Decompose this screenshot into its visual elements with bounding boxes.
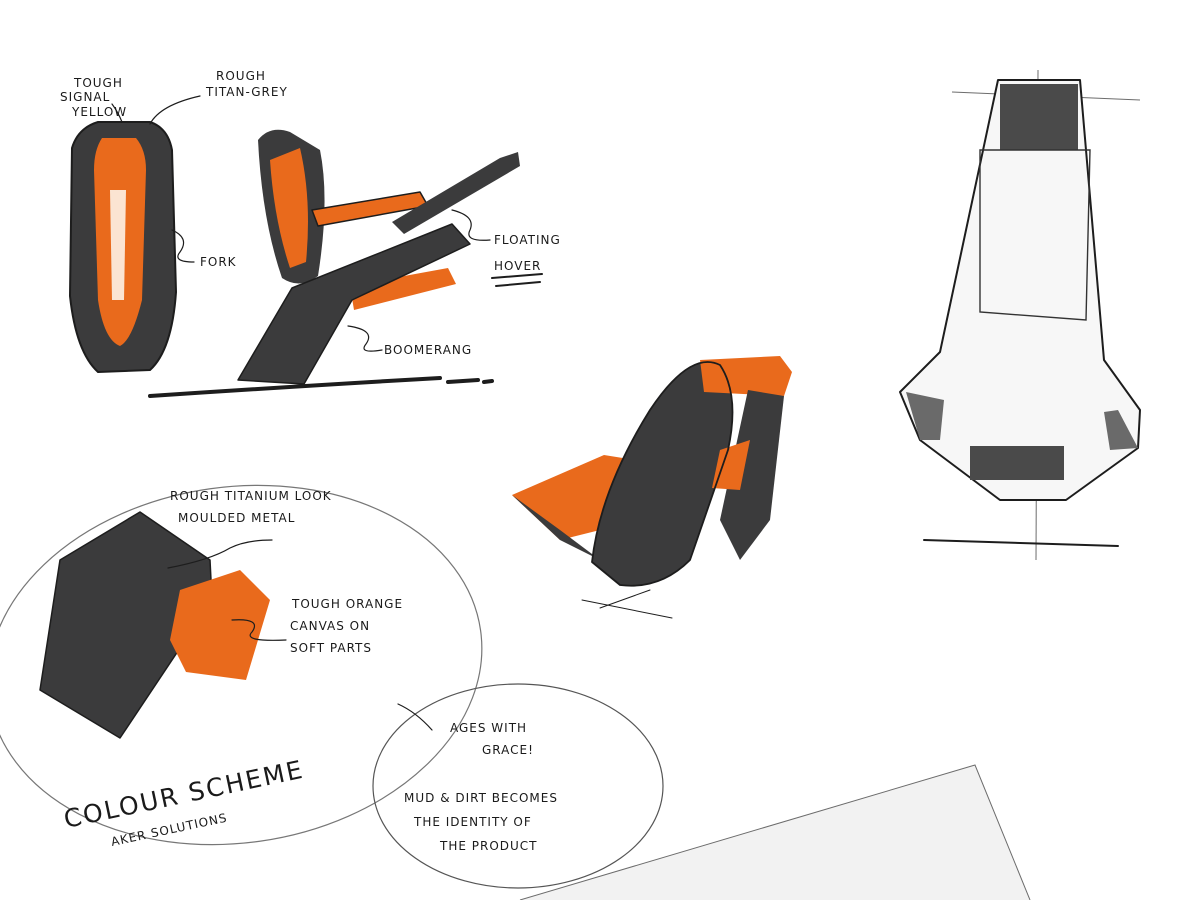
label-boomerang: BOOMERANG: [384, 343, 472, 357]
leader-lines-top: [111, 95, 543, 352]
label-floating: FLOATING: [494, 233, 561, 247]
label-tough-signal-yellow-3: YELLOW: [71, 105, 127, 119]
label-ages-with: AGES WITH: [450, 721, 527, 735]
label-fork: FORK: [200, 255, 237, 269]
seat-side-view: [148, 129, 520, 398]
label-tough-orange-3: SOFT PARTS: [290, 641, 372, 655]
label-tough-signal-yellow-1: TOUGH: [73, 76, 123, 90]
label-rough-titan-grey-2: TITAN-GREY: [205, 85, 288, 99]
label-mud-dirt-1: MUD & DIRT BECOMES: [404, 791, 558, 805]
ages-with-grace-bubble: [372, 683, 664, 889]
label-rough-titanium-1: ROUGH TITANIUM LOOK: [170, 489, 332, 503]
label-grace: GRACE!: [482, 743, 534, 757]
label-tough-orange-1: TOUGH ORANGE: [291, 597, 403, 611]
label-hover: HOVER: [494, 259, 541, 273]
label-rough-titanium-2: MOULDED METAL: [178, 511, 295, 525]
colour-scheme-bubble: [0, 484, 483, 846]
seat-front-view: [69, 121, 177, 373]
seat-front-elevation: [899, 69, 1141, 561]
seat-perspective-view: [512, 356, 792, 619]
label-tough-orange-2: CANVAS ON: [290, 619, 370, 633]
paper-corner: [519, 764, 1031, 900]
label-mud-dirt-2: THE IDENTITY OF: [413, 815, 532, 829]
label-tough-signal-yellow-2: SIGNAL: [60, 90, 110, 104]
label-mud-dirt-3: THE PRODUCT: [439, 839, 538, 853]
label-rough-titan-grey-1: ROUGH: [216, 69, 266, 83]
